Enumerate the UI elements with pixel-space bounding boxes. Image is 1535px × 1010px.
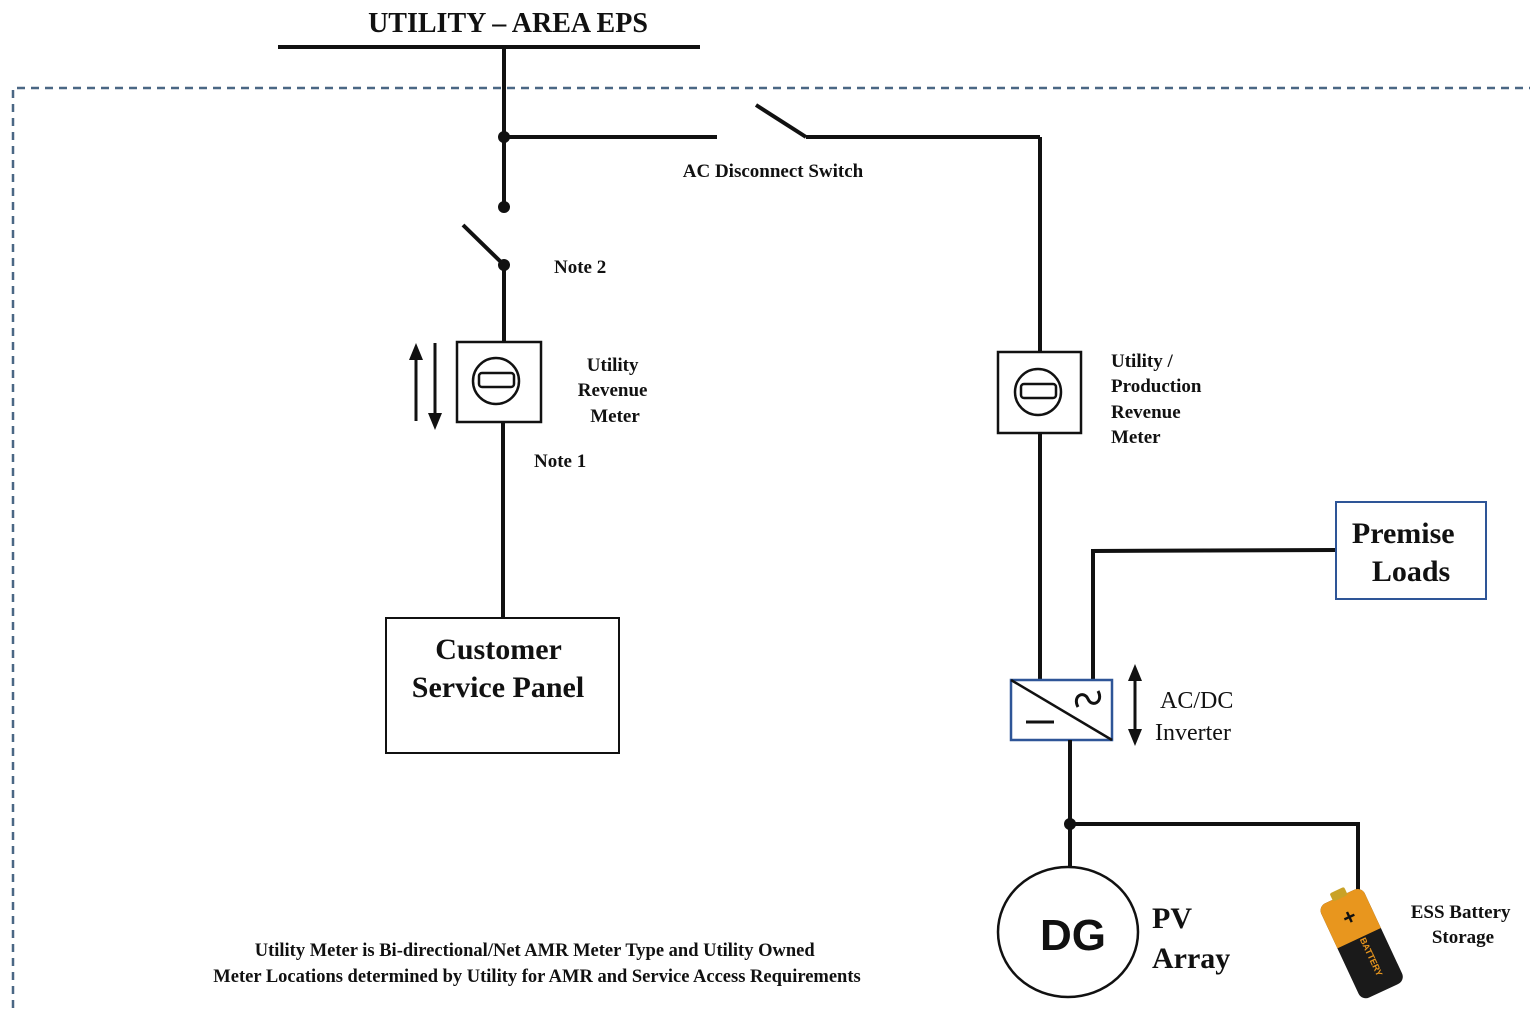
production-meter-dial-window (1019, 382, 1058, 400)
ac-disconnect-label: AC Disconnect Switch (683, 161, 864, 182)
customer-service-panel (385, 617, 620, 754)
premises-boundary (11, 86, 1530, 1008)
ac-symbol (1074, 690, 1102, 708)
service-panel-label: Customer Service Panel (412, 633, 584, 704)
ess-label: ESS Battery Storage (1411, 902, 1516, 948)
production-meter-label: Utility / Production Revenue Meter (1111, 351, 1206, 448)
wire-inverter-to-loads (1091, 548, 1337, 680)
utility-meter-label: Utility Revenue Meter (578, 355, 652, 427)
meter-dial-window (477, 371, 516, 389)
footnote: Utility Meter is Bi-directional/Net AMR … (213, 941, 860, 987)
inverter-diagonal (1010, 678, 1113, 742)
ac-disconnect-switch-blade (754, 103, 808, 139)
dg-label: DG (1040, 911, 1106, 960)
arrow-down-icon (428, 413, 442, 430)
note2-label: Note 2 (554, 257, 606, 278)
premise-loads-label: Premise Loads (1352, 517, 1462, 588)
pv-array-label: PV Array (1152, 902, 1230, 975)
inverter-label: AC/DC Inverter (1155, 688, 1239, 746)
switch-contact-top (498, 201, 510, 213)
dg-pv-generator (996, 865, 1140, 999)
wire-to-battery (1070, 822, 1360, 893)
note1-label: Note 1 (534, 451, 586, 472)
premise-loads-box (1335, 501, 1487, 600)
inverter-arrow-down-icon (1128, 729, 1142, 746)
arrow-up-icon (409, 343, 423, 360)
service-switch-blade (461, 223, 506, 267)
battery-icon: + BATTERY (1320, 887, 1403, 999)
utility-bus-title: UTILITY – AREA EPS (368, 8, 648, 39)
inverter-arrow-up-icon (1128, 664, 1142, 681)
